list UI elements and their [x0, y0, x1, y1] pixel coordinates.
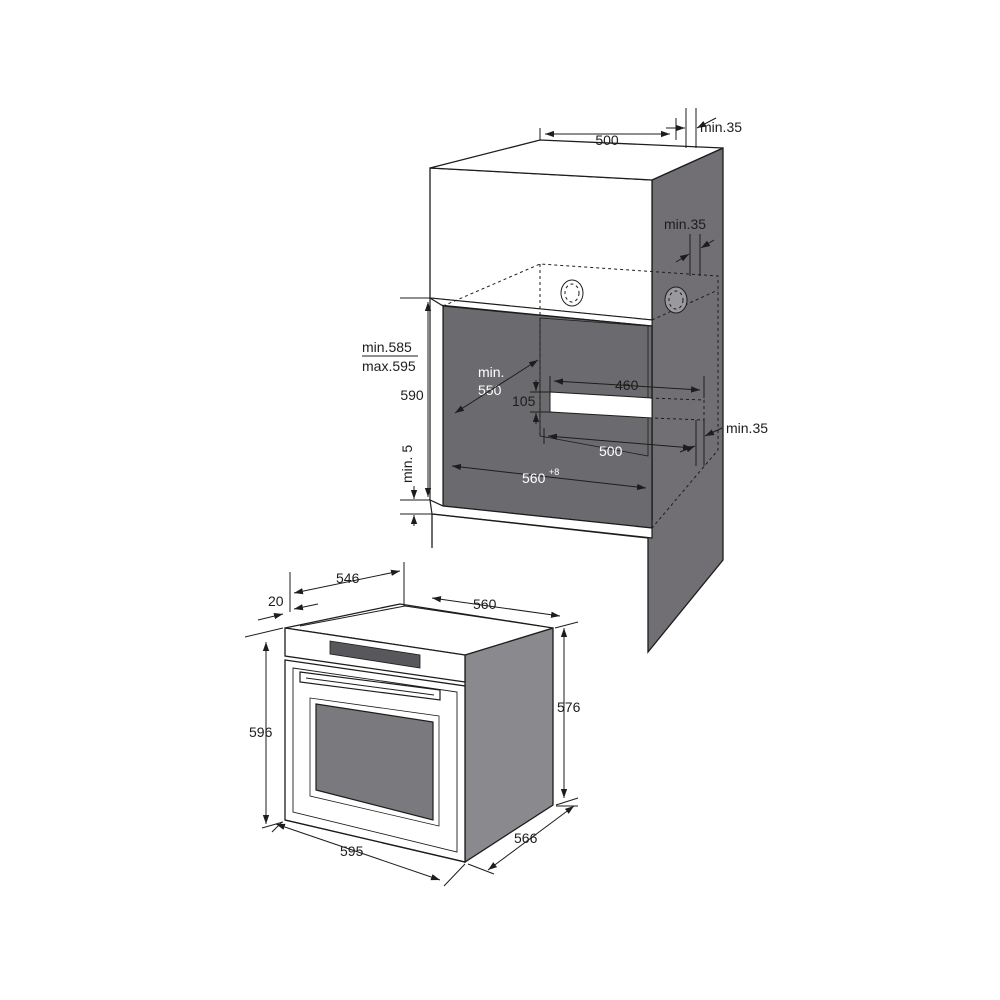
- dim-side-gap: min.35: [726, 420, 768, 436]
- dim-opening-width: 560: [522, 470, 546, 486]
- cabinet-left-wall: [429, 296, 444, 507]
- oven: 546 20 560 596 576 595 566: [244, 562, 581, 887]
- dim-oven-total-depth: 566: [514, 830, 538, 846]
- dim-inner-depth: 500: [599, 443, 623, 459]
- dim-oven-front-width: 595: [340, 843, 364, 859]
- dim-min-depth-label: min.: [478, 364, 504, 380]
- dim-top-gap: min.35: [700, 119, 742, 135]
- oven-display-strip: [329, 640, 421, 669]
- dim-height-max: max.595: [362, 358, 416, 374]
- dim-opening-width-tolerance: +8: [549, 467, 559, 477]
- cabinet-upper-front: [429, 167, 653, 321]
- cabinet: 500 min.35 min.35 590 min.585 max.595 mi…: [362, 108, 768, 654]
- oven-body-side: [464, 627, 554, 864]
- oven-window: [315, 703, 434, 821]
- dim-oven-front-panel: 20: [268, 593, 284, 609]
- vent-hole-icon: [560, 279, 688, 314]
- dim-vent-height: 105: [512, 393, 536, 409]
- dim-oven-body-depth: 546: [336, 570, 360, 586]
- dim-vent-width: 460: [615, 377, 639, 393]
- oven-door-frame: [292, 667, 458, 853]
- dim-rear-gap: min.35: [664, 216, 706, 232]
- dim-top-depth: 500: [595, 132, 619, 148]
- dim-oven-front-height: 596: [249, 724, 273, 740]
- cabinet-upper-top: [429, 139, 724, 181]
- dim-oven-body-height: 576: [557, 699, 581, 715]
- dim-opening-height: 590: [400, 387, 424, 403]
- dim-oven-top-width: 560: [473, 596, 497, 612]
- cabinet-bottom-plate: [429, 498, 653, 539]
- dim-height-min: min.585: [362, 339, 412, 355]
- dim-bottom-clearance: min. 5: [399, 445, 415, 483]
